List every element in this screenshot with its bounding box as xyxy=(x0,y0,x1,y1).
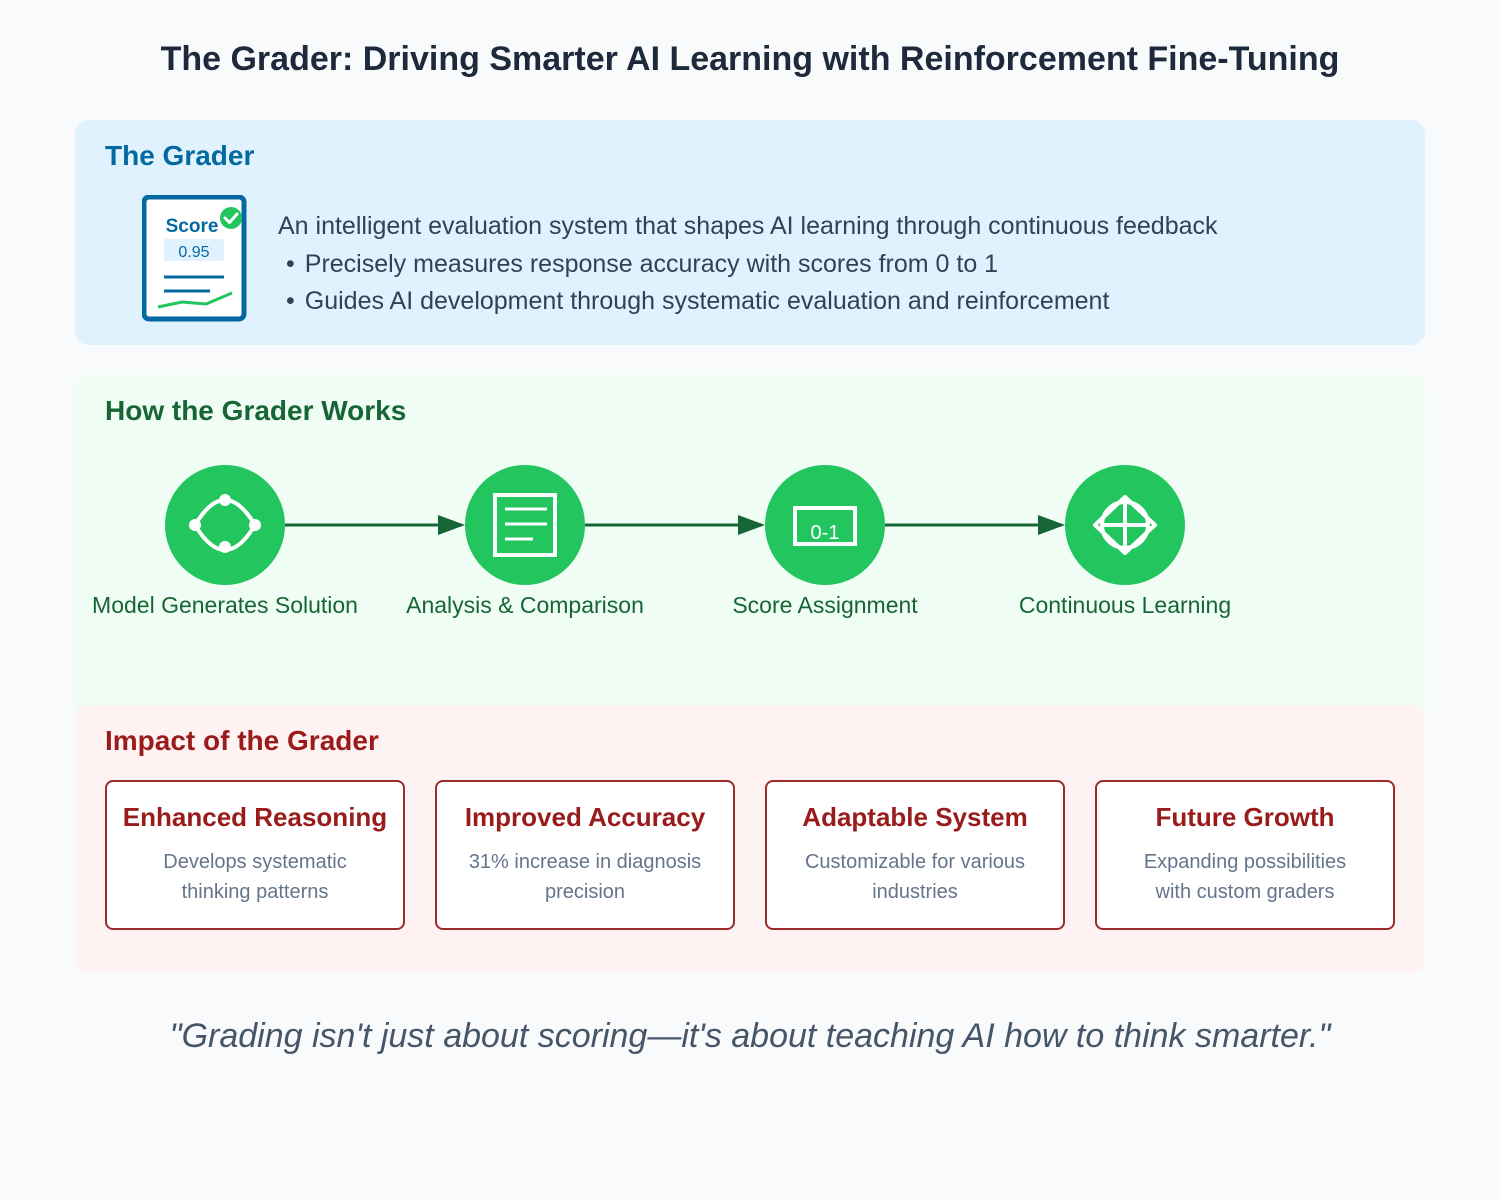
impact-card-title: Future Growth xyxy=(1155,802,1335,832)
impact-card-adaptable-system: Adaptable System Customizable for variou… xyxy=(765,780,1065,930)
grader-bullet-list: Precisely measures response accuracy wit… xyxy=(278,246,1218,321)
check-icon xyxy=(220,207,242,229)
step-label-model-generates-solution: Model Generates Solution xyxy=(92,592,358,618)
impact-card-enhanced-reasoning: Enhanced Reasoning Develops systematic t… xyxy=(105,780,405,930)
impact-card-text: Customizable for various industries xyxy=(804,851,1026,903)
grader-description-block: An intelligent evaluation system that sh… xyxy=(278,208,1218,321)
grader-bullet: Precisely measures response accuracy wit… xyxy=(286,246,1218,284)
step-label-continuous-learning: Continuous Learning xyxy=(1018,592,1232,618)
page-title: The Grader: Driving Smarter AI Learning … xyxy=(160,40,1340,78)
impact-card-future-growth: Future Growth Expanding possibilities wi… xyxy=(1095,780,1395,930)
impact-panel-title: Impact of the Grader xyxy=(105,725,379,756)
flow-arrow xyxy=(285,515,465,535)
target-icon xyxy=(1065,465,1185,585)
score-card-label: Score xyxy=(166,216,219,237)
step-label-score-assignment: Score Assignment xyxy=(732,592,918,618)
score-icon-text: 0-1 xyxy=(811,522,840,544)
grader-panel-title: The Grader xyxy=(105,140,255,171)
impact-card-text: Develops systematic thinking patterns xyxy=(163,851,347,903)
impact-card-title: Adaptable System xyxy=(802,802,1028,832)
score-card-value: 0.95 xyxy=(178,244,209,261)
impact-card-text: 31% increase in diagnosis precision xyxy=(468,851,702,903)
flow-arrow xyxy=(585,515,765,535)
impact-card-title: Improved Accuracy xyxy=(464,802,706,832)
impact-card-title: Enhanced Reasoning xyxy=(122,802,388,832)
score-icon: 0-1 xyxy=(765,465,885,585)
flow-arrow xyxy=(885,515,1065,535)
network-icon xyxy=(165,465,285,585)
closing-quote: "Grading isn't just about scoring—it's a… xyxy=(169,1017,1331,1055)
document-icon xyxy=(465,465,585,585)
process-flow: 0-1 xyxy=(165,465,1185,585)
grader-description: An intelligent evaluation system that sh… xyxy=(278,212,1218,240)
grader-bullet: Guides AI development through systematic… xyxy=(286,283,1218,321)
score-card-icon: Score 0.95 xyxy=(142,195,247,322)
grader-panel: The Grader Score 0.95 An intelligent eva… xyxy=(75,120,1425,345)
step-label-analysis-comparison: Analysis & Comparison xyxy=(406,592,644,618)
impact-card-improved-accuracy: Improved Accuracy 31% increase in diagno… xyxy=(435,780,735,930)
impact-panel: Impact of the Grader Enhanced Reasoning … xyxy=(75,705,1425,973)
impact-card-text: Expanding possibilities with custom grad… xyxy=(1143,851,1347,903)
works-panel-title: How the Grader Works xyxy=(105,395,407,426)
